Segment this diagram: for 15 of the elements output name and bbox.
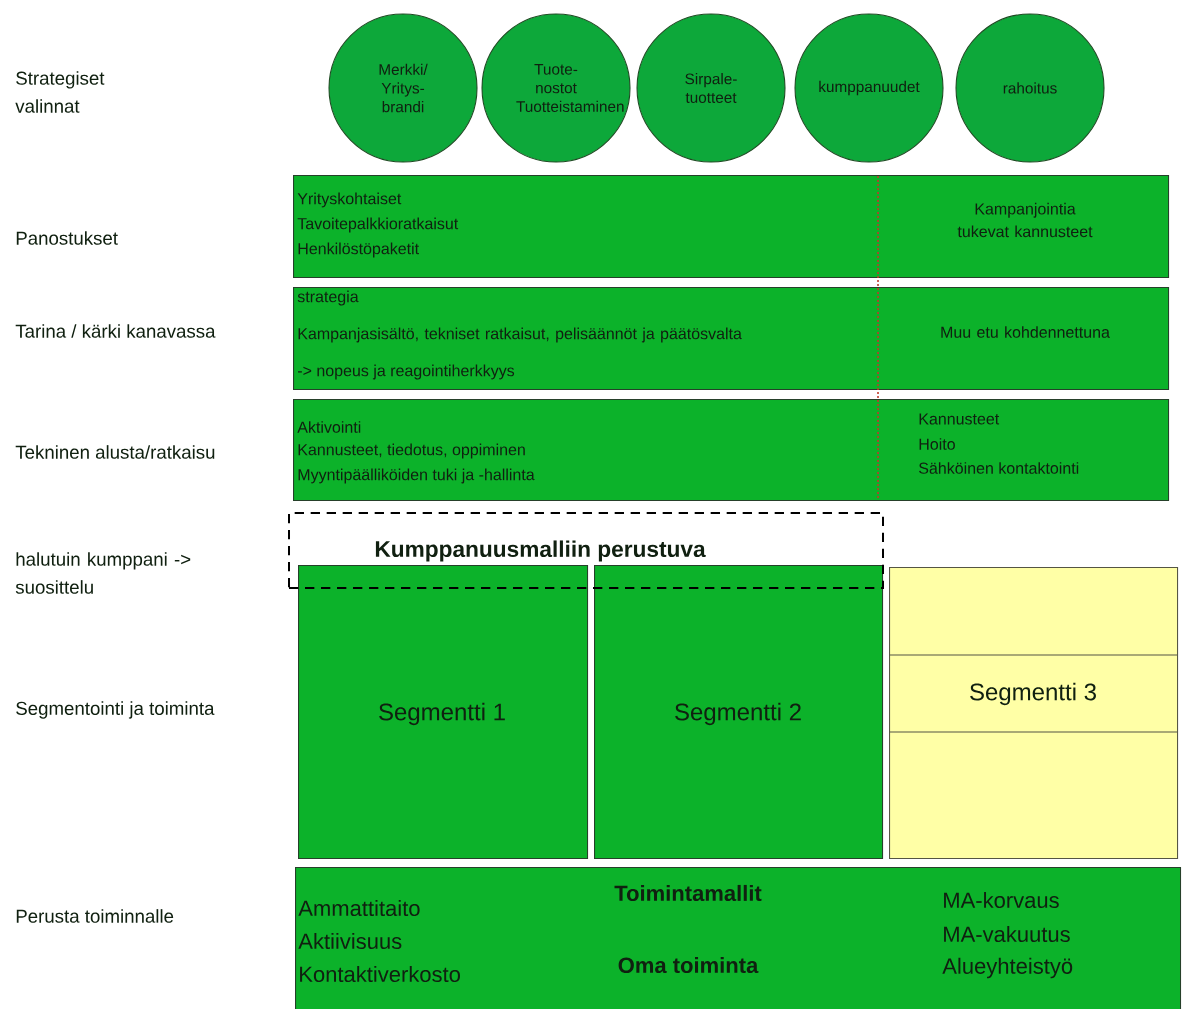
row-heading: halutuin kumppani -> suosittelu (15, 552, 191, 594)
segment-box: Segmentti 1 (298, 565, 589, 860)
row-heading: Panostukset (16, 231, 118, 245)
content-band: Yrityskohtaiset Tavoitepalkkioratkaisut Henkilöstöpaketit Kampanjointia tukevat kannusteet (293, 175, 1170, 279)
content-band: Aktivointi Kannusteet, tiedotus, oppiminen Myyntipäälliköiden tuki ja -hallinta Kannusteet Hoito Sähköinen kontaktointi (293, 399, 1170, 502)
row-heading: Strategiset valinnat (15, 71, 105, 113)
row-heading: Segmentointi ja toiminta (16, 701, 215, 719)
row-heading: Perusta toiminnalle (16, 909, 174, 923)
segment-box: Segmentti 2 (594, 565, 884, 860)
row-heading: Tarina / kärki kanavassa (15, 324, 216, 338)
content-band: strategia Kampanjasisältö, tekniset ratkaisut, pelisäännöt ja päätösvalta -> nopeus ja reagointiherkkyys Muu etu kohdennettuna (293, 287, 1170, 391)
content-band: Ammattitaito Aktiivisuus Kontaktiverkosto Toimintamallit Oma toiminta MA-korvaus MA-vakuutus Alueyhteistyö (295, 867, 1182, 1009)
row-heading: Tekninen alusta/ratkaisu (15, 445, 215, 459)
dashed-box: Kumppanuusmalliin perustuva (288, 512, 884, 589)
segment-box: Segmentti 3 (888, 567, 1179, 860)
